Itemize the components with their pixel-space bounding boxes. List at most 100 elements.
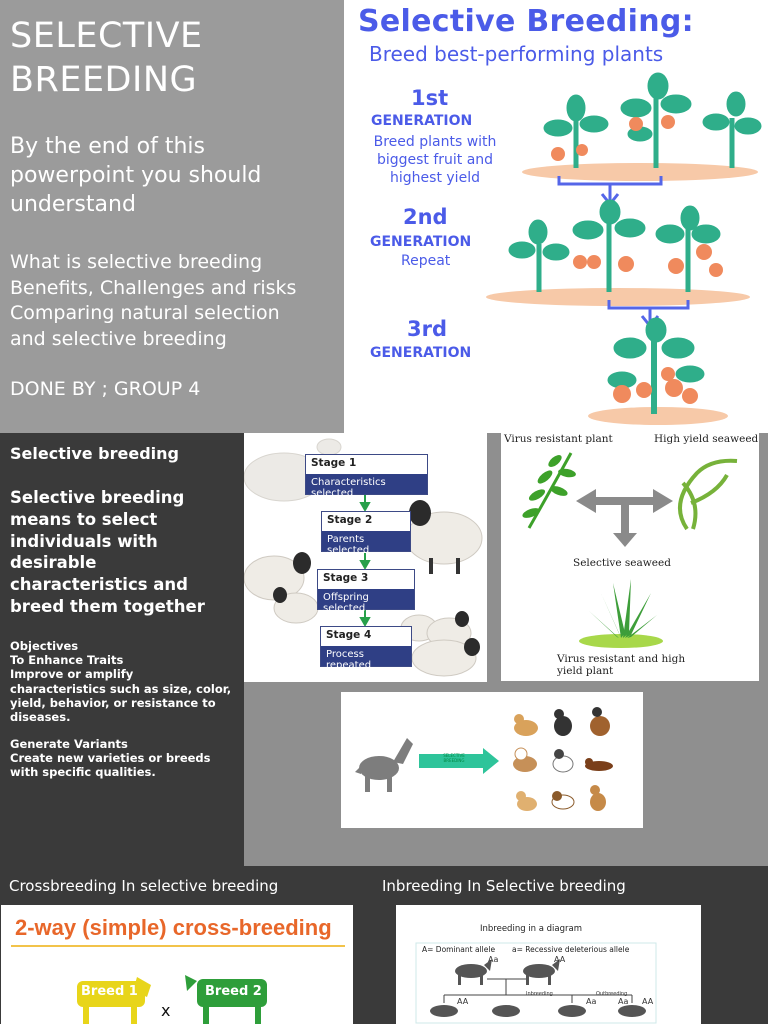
gen1-desc-line: highest yield (390, 170, 480, 186)
breed-2-label: Breed 2 (205, 984, 262, 999)
sheep-icon (405, 500, 483, 574)
stage-title: Stage 1 (306, 455, 427, 474)
objectives-text: Objectives To Enhance Traits Improve or … (10, 639, 231, 724)
crossbreeding-image: 2-way (simple) cross-breeding Breed 1 Br… (1, 905, 353, 1024)
fruit-icon (551, 115, 675, 161)
soil-gen2 (486, 288, 750, 306)
gen3-number: 3rd (407, 317, 448, 341)
stage-description: Offspring selected (318, 589, 414, 614)
arrow-down-icon (359, 493, 371, 628)
objectives-line: Improve or amplify (10, 667, 134, 682)
selection-bracket (607, 300, 690, 322)
sheep-illustration (244, 438, 483, 677)
variants-line: Generate Variants (10, 737, 128, 751)
cross-symbol: x (161, 1001, 171, 1020)
slide-title: SELECTIVE BREEDING (10, 14, 203, 102)
gen1-label: GENERATION (371, 113, 473, 129)
definition-line: desirable (10, 553, 97, 573)
definition-heading: Selective breeding (10, 444, 180, 463)
selection-bracket (557, 176, 663, 200)
stage-description: Parents selected (322, 531, 410, 556)
inbreeding-diagram-title: Inbreeding in a diagram (480, 924, 583, 934)
dog-breeding-diagram: SELECTIVE BREEDING (341, 692, 643, 828)
genotype-label: Aa (586, 997, 597, 1006)
title-panel: SELECTIVE BREEDING By the end of this po… (0, 0, 344, 433)
stage-2-box: Stage 2 Parents selected (321, 511, 411, 556)
right-plant-label: High yield seaweed (654, 433, 759, 445)
definition-line: means to select (10, 509, 158, 529)
left-plant-label: Virus resistant plant (504, 433, 613, 445)
wolf-icon (355, 738, 413, 792)
stage-description: Characteristics selected (306, 474, 427, 499)
genotype-label: AA (457, 997, 469, 1006)
gen1-desc-line: biggest fruit and (376, 152, 494, 168)
gen1-number: 1st (411, 86, 449, 110)
arrow-label-line: SELECTIVE (443, 753, 465, 758)
result-label: Virus resistant and high yield plant (557, 653, 685, 677)
objectives-line: characteristics such as size, color, (10, 681, 232, 696)
stage-title: Stage 3 (318, 570, 414, 589)
sheep-icon (244, 552, 319, 624)
combined-plant-icon (579, 579, 663, 648)
soil-gen1 (522, 163, 758, 181)
cattle-illustration (77, 975, 267, 1024)
variants-text: Generate Variants Create new varieties o… (10, 737, 211, 780)
arrow-icon (576, 489, 673, 547)
topic-item: What is selective breeding (10, 251, 263, 273)
outbreeding-tag: Outbreeding (596, 991, 628, 997)
title-line-1: SELECTIVE (10, 16, 203, 56)
plant-icon (607, 317, 705, 414)
variants-line: with specific qualities. (10, 765, 156, 780)
fruit-icon (613, 367, 698, 404)
gen2-number: 2nd (403, 205, 448, 229)
genotype-label: AA (554, 955, 566, 964)
arrow-label: SELECTIVE BREEDING (437, 753, 471, 763)
intro-line-1: By the end of this (10, 134, 205, 159)
definition-line: Selective breeding (10, 488, 185, 507)
dominant-allele-legend: A= Dominant allele (422, 945, 496, 954)
inbreeding-image: Inbreeding in a diagram A= Dominant alle… (396, 905, 701, 1024)
stage-4-box: Stage 4 Process repeated (320, 626, 412, 671)
stage-3-box: Stage 3 Offspring selected (317, 569, 415, 614)
plant-icon (543, 72, 762, 168)
intro-line-3: understand (10, 192, 136, 217)
dog-illustration (355, 707, 613, 811)
plant-generations-illustration (486, 72, 762, 425)
seaweed-icon (678, 458, 738, 531)
infographic-subtitle: Breed best-performing plants (369, 42, 664, 66)
gen3-label: GENERATION (370, 345, 472, 361)
breeding-stages-diagram: Stage 1 Characteristics selected Stage 2… (244, 433, 487, 682)
plant-icon (508, 199, 721, 292)
definition-line: individuals with (10, 531, 158, 551)
recessive-allele-legend: a= Recessive deleterious allele (512, 945, 630, 954)
definition-line: characteristics and (10, 575, 188, 595)
cow-icon (77, 977, 151, 1024)
objectives-line: diseases. (10, 710, 71, 725)
middle-label: Selective seaweed (573, 557, 671, 569)
title-underline (11, 945, 345, 947)
intro-line-2: powerpoint you should (10, 163, 262, 188)
infographic-title: Selective Breeding: (358, 4, 694, 39)
objectives-line: Objectives (10, 639, 79, 653)
pedigree-lines (443, 978, 633, 1003)
stage-1-box: Stage 1 Characteristics selected (305, 454, 428, 499)
stage-title: Stage 4 (321, 627, 411, 646)
gen2-description: Repeat (401, 253, 451, 269)
selective-breeding-infographic: Selective Breeding: Breed best-performin… (344, 0, 768, 433)
result-line: yield plant (557, 665, 614, 677)
done-by-text: DONE BY ; GROUP 4 (10, 378, 201, 400)
topics-list: What is selective breeding Benefits, Cha… (10, 250, 296, 352)
genotype-label: Aa (618, 997, 629, 1006)
seaweed-diagram: Virus resistant plant High yield seaweed… (501, 433, 759, 681)
sheep-icon (244, 438, 342, 502)
soil-gen3 (588, 407, 728, 425)
definition-body: Selective breeding means to select indiv… (10, 487, 205, 618)
fruit-icon (573, 244, 723, 277)
gen2-label: GENERATION (370, 234, 472, 250)
inbreeding-tag: Inbreeding (526, 991, 553, 997)
definition-panel: Selective breeding Selective breeding me… (0, 433, 244, 866)
dog-breed-icon (513, 707, 613, 811)
sheep-icon (400, 611, 480, 677)
gen1-description: Breed plants with biggest fruit and high… (355, 133, 515, 187)
definition-line: breed them together (10, 596, 205, 616)
